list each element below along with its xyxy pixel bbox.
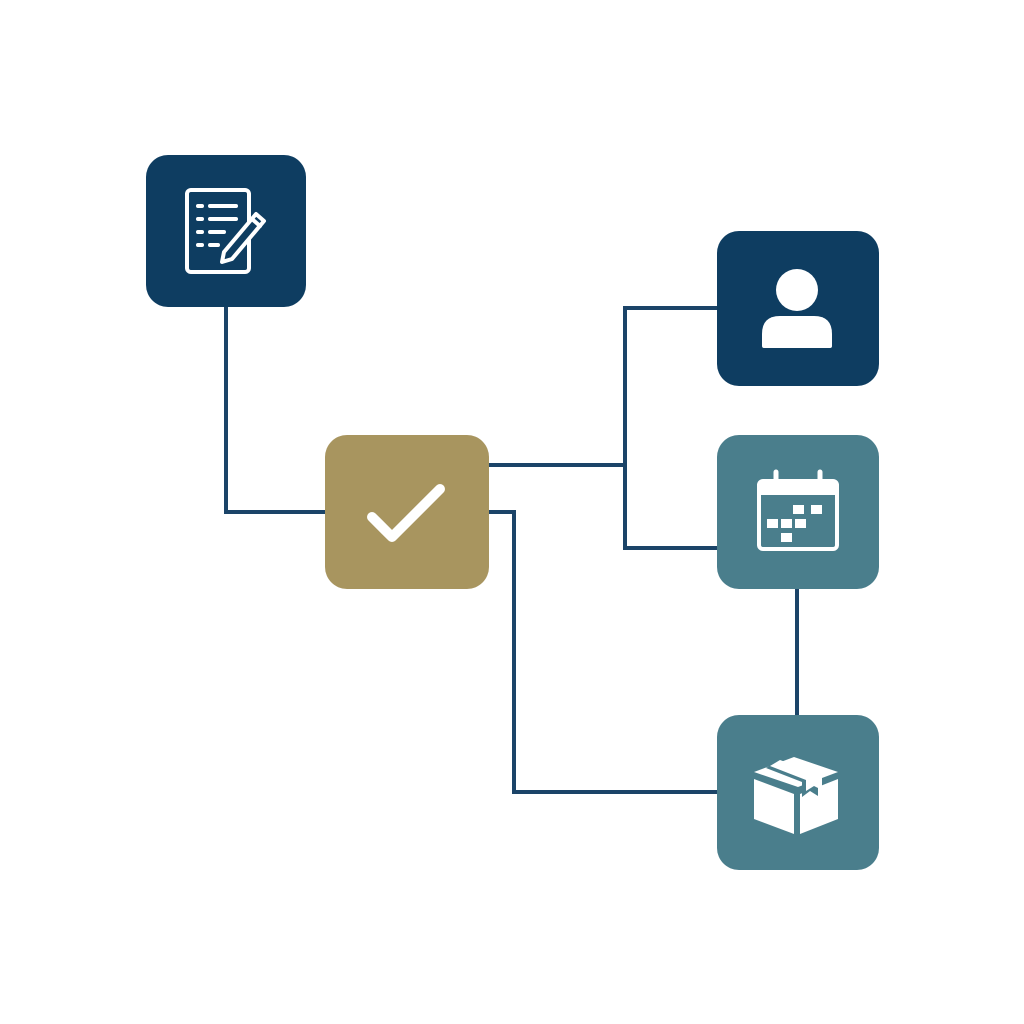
node-form[interactable]	[146, 155, 306, 307]
node-package-box	[717, 715, 879, 870]
connector-approval-package	[488, 510, 718, 794]
user-icon	[762, 269, 832, 348]
package-box-icon	[754, 757, 838, 834]
node-user[interactable]	[717, 231, 879, 386]
checkmark-icon	[367, 484, 445, 542]
connectors	[224, 306, 799, 794]
node-package[interactable]	[717, 715, 879, 870]
connector-form-approval	[224, 306, 326, 514]
node-approval-box	[325, 435, 489, 589]
connector-approval-user	[488, 306, 718, 467]
connector-approval-calendar	[623, 465, 718, 550]
node-form-box	[146, 155, 306, 307]
form-pencil-icon	[185, 188, 266, 274]
node-approval[interactable]	[325, 435, 489, 589]
node-calendar[interactable]	[717, 435, 879, 589]
calendar-icon	[757, 469, 839, 551]
